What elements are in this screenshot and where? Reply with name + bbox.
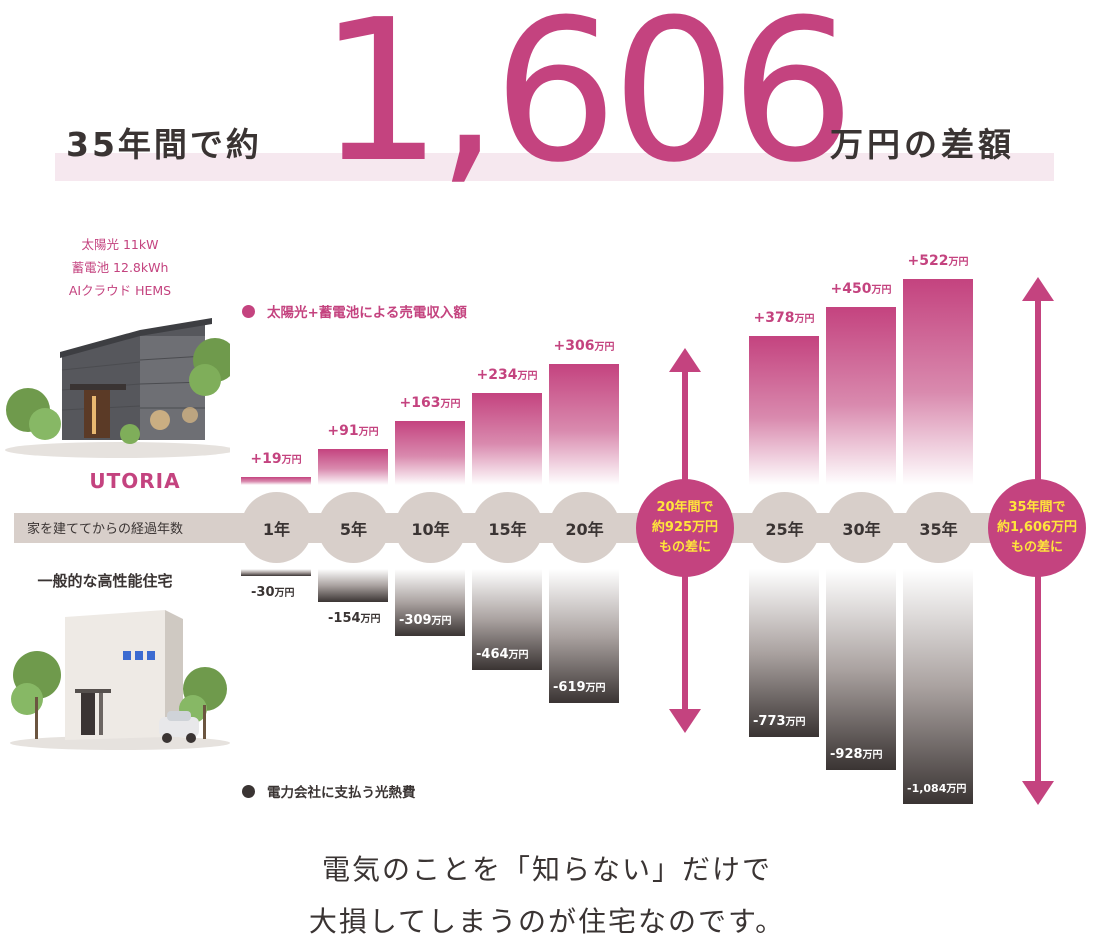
spec-hems: AIクラウド HEMS	[68, 283, 172, 298]
closing-line-2: 大損してしまうのが住宅なのです。	[308, 905, 786, 938]
unit-label: 万円	[274, 587, 295, 599]
cost-value-label: -773万円	[753, 713, 806, 729]
unit-label: 万円	[794, 313, 815, 325]
cost-bar	[318, 569, 388, 603]
income-bar	[903, 278, 973, 485]
unit-label: 万円	[862, 750, 883, 762]
cost-bar	[903, 569, 973, 805]
income-bar	[395, 420, 465, 485]
unit-label: 万円	[871, 285, 892, 297]
cost-value-label: -309万円	[399, 613, 452, 629]
headline-suffix: 万円の差額	[830, 125, 1015, 164]
income-value-label: +234万円	[476, 366, 538, 383]
year-circle: 5年	[318, 492, 389, 563]
income-value-label: +378万円	[753, 309, 815, 326]
income-bar	[472, 392, 542, 485]
diff-badge-20-years: 20年間で 約925万円 もの差に	[636, 479, 734, 577]
year-circle: 20年	[549, 492, 620, 563]
headline-band	[55, 153, 1054, 181]
diff-20-line2: 約925万円	[651, 520, 719, 535]
cost-bar	[826, 569, 896, 771]
unit-label: 万円	[585, 683, 606, 695]
year-circle: 25年	[749, 492, 820, 563]
income-bar	[318, 449, 388, 485]
general-house-image	[10, 610, 230, 750]
cost-value-label: -619万円	[553, 680, 606, 696]
cost-value-label: -154万円	[328, 611, 381, 627]
utoria-house-image	[5, 318, 230, 458]
income-bar	[241, 477, 311, 485]
diff-35-line2: 約1,606万円	[996, 520, 1078, 535]
cost-value-label: -928万円	[830, 747, 883, 763]
year-circle: 15年	[472, 492, 543, 563]
legend-cost-dot	[242, 785, 255, 798]
cost-value-label: -30万円	[251, 584, 295, 600]
cost-value-label: -464万円	[476, 646, 529, 662]
unit-label: 万円	[508, 649, 529, 661]
unit-label: 万円	[360, 614, 381, 626]
diff-badge-35-years: 35年間で 約1,606万円 もの差に	[988, 479, 1086, 577]
spec-solar: 太陽光 11kW	[81, 237, 159, 252]
income-value-label: +163万円	[399, 394, 461, 411]
year-circle: 30年	[826, 492, 897, 563]
cost-bar	[549, 569, 619, 704]
legend-income-dot	[242, 305, 255, 318]
legend-cost-text: 電力会社に支払う光熱費	[267, 785, 416, 801]
year-circle: 1年	[241, 492, 312, 563]
cost-bar	[395, 569, 465, 637]
cost-bar	[749, 569, 819, 737]
unit-label: 万円	[281, 455, 302, 467]
unit-label: 万円	[440, 398, 461, 410]
utoria-specs: 太陽光 11kW 蓄電池 12.8kWh AIクラウド HEMS	[50, 233, 190, 302]
income-bar	[826, 307, 896, 485]
income-value-label: +306万円	[553, 338, 615, 355]
headline-number: 1,606	[318, 0, 855, 206]
income-value-label: +91万円	[327, 423, 379, 440]
unit-label: 万円	[948, 256, 969, 268]
income-value-label: +450万円	[830, 281, 892, 298]
income-value-label: +522万円	[907, 252, 969, 269]
diff-20-line1: 20年間で	[656, 500, 714, 515]
income-bar	[549, 364, 619, 485]
year-circle: 10年	[395, 492, 466, 563]
unit-label: 万円	[594, 342, 615, 354]
general-house-label: 一般的な高性能住宅	[37, 572, 173, 590]
headline-prefix: 35年間で約	[66, 125, 262, 164]
diff-35-line1: 35年間で	[1008, 500, 1066, 515]
income-bar	[749, 335, 819, 485]
unit-label: 万円	[431, 616, 452, 628]
unit-label: 万円	[946, 784, 967, 796]
utoria-label: UTORIA	[89, 469, 181, 493]
year-circle: 35年	[903, 492, 974, 563]
income-value-label: +19万円	[250, 451, 302, 468]
unit-label: 万円	[785, 716, 806, 728]
closing-line-1: 電気のことを「知らない」だけで	[321, 853, 772, 886]
diff-35-line3: もの差に	[1010, 540, 1063, 555]
legend-income-text: 太陽光+蓄電池による売電収入額	[267, 305, 467, 321]
legend-cost: 電力会社に支払う光熱費	[242, 781, 416, 801]
diff-20-line3: もの差に	[658, 540, 711, 555]
unit-label: 万円	[517, 370, 538, 382]
cost-bar	[241, 569, 311, 576]
unit-label: 万円	[358, 427, 379, 439]
timeline-label: 家を建ててからの経過年数	[27, 522, 184, 537]
cost-bar	[472, 569, 542, 670]
spec-battery: 蓄電池 12.8kWh	[71, 260, 169, 275]
legend-income: 太陽光+蓄電池による売電収入額	[242, 301, 467, 321]
cost-value-label: -1,084万円	[907, 782, 967, 796]
